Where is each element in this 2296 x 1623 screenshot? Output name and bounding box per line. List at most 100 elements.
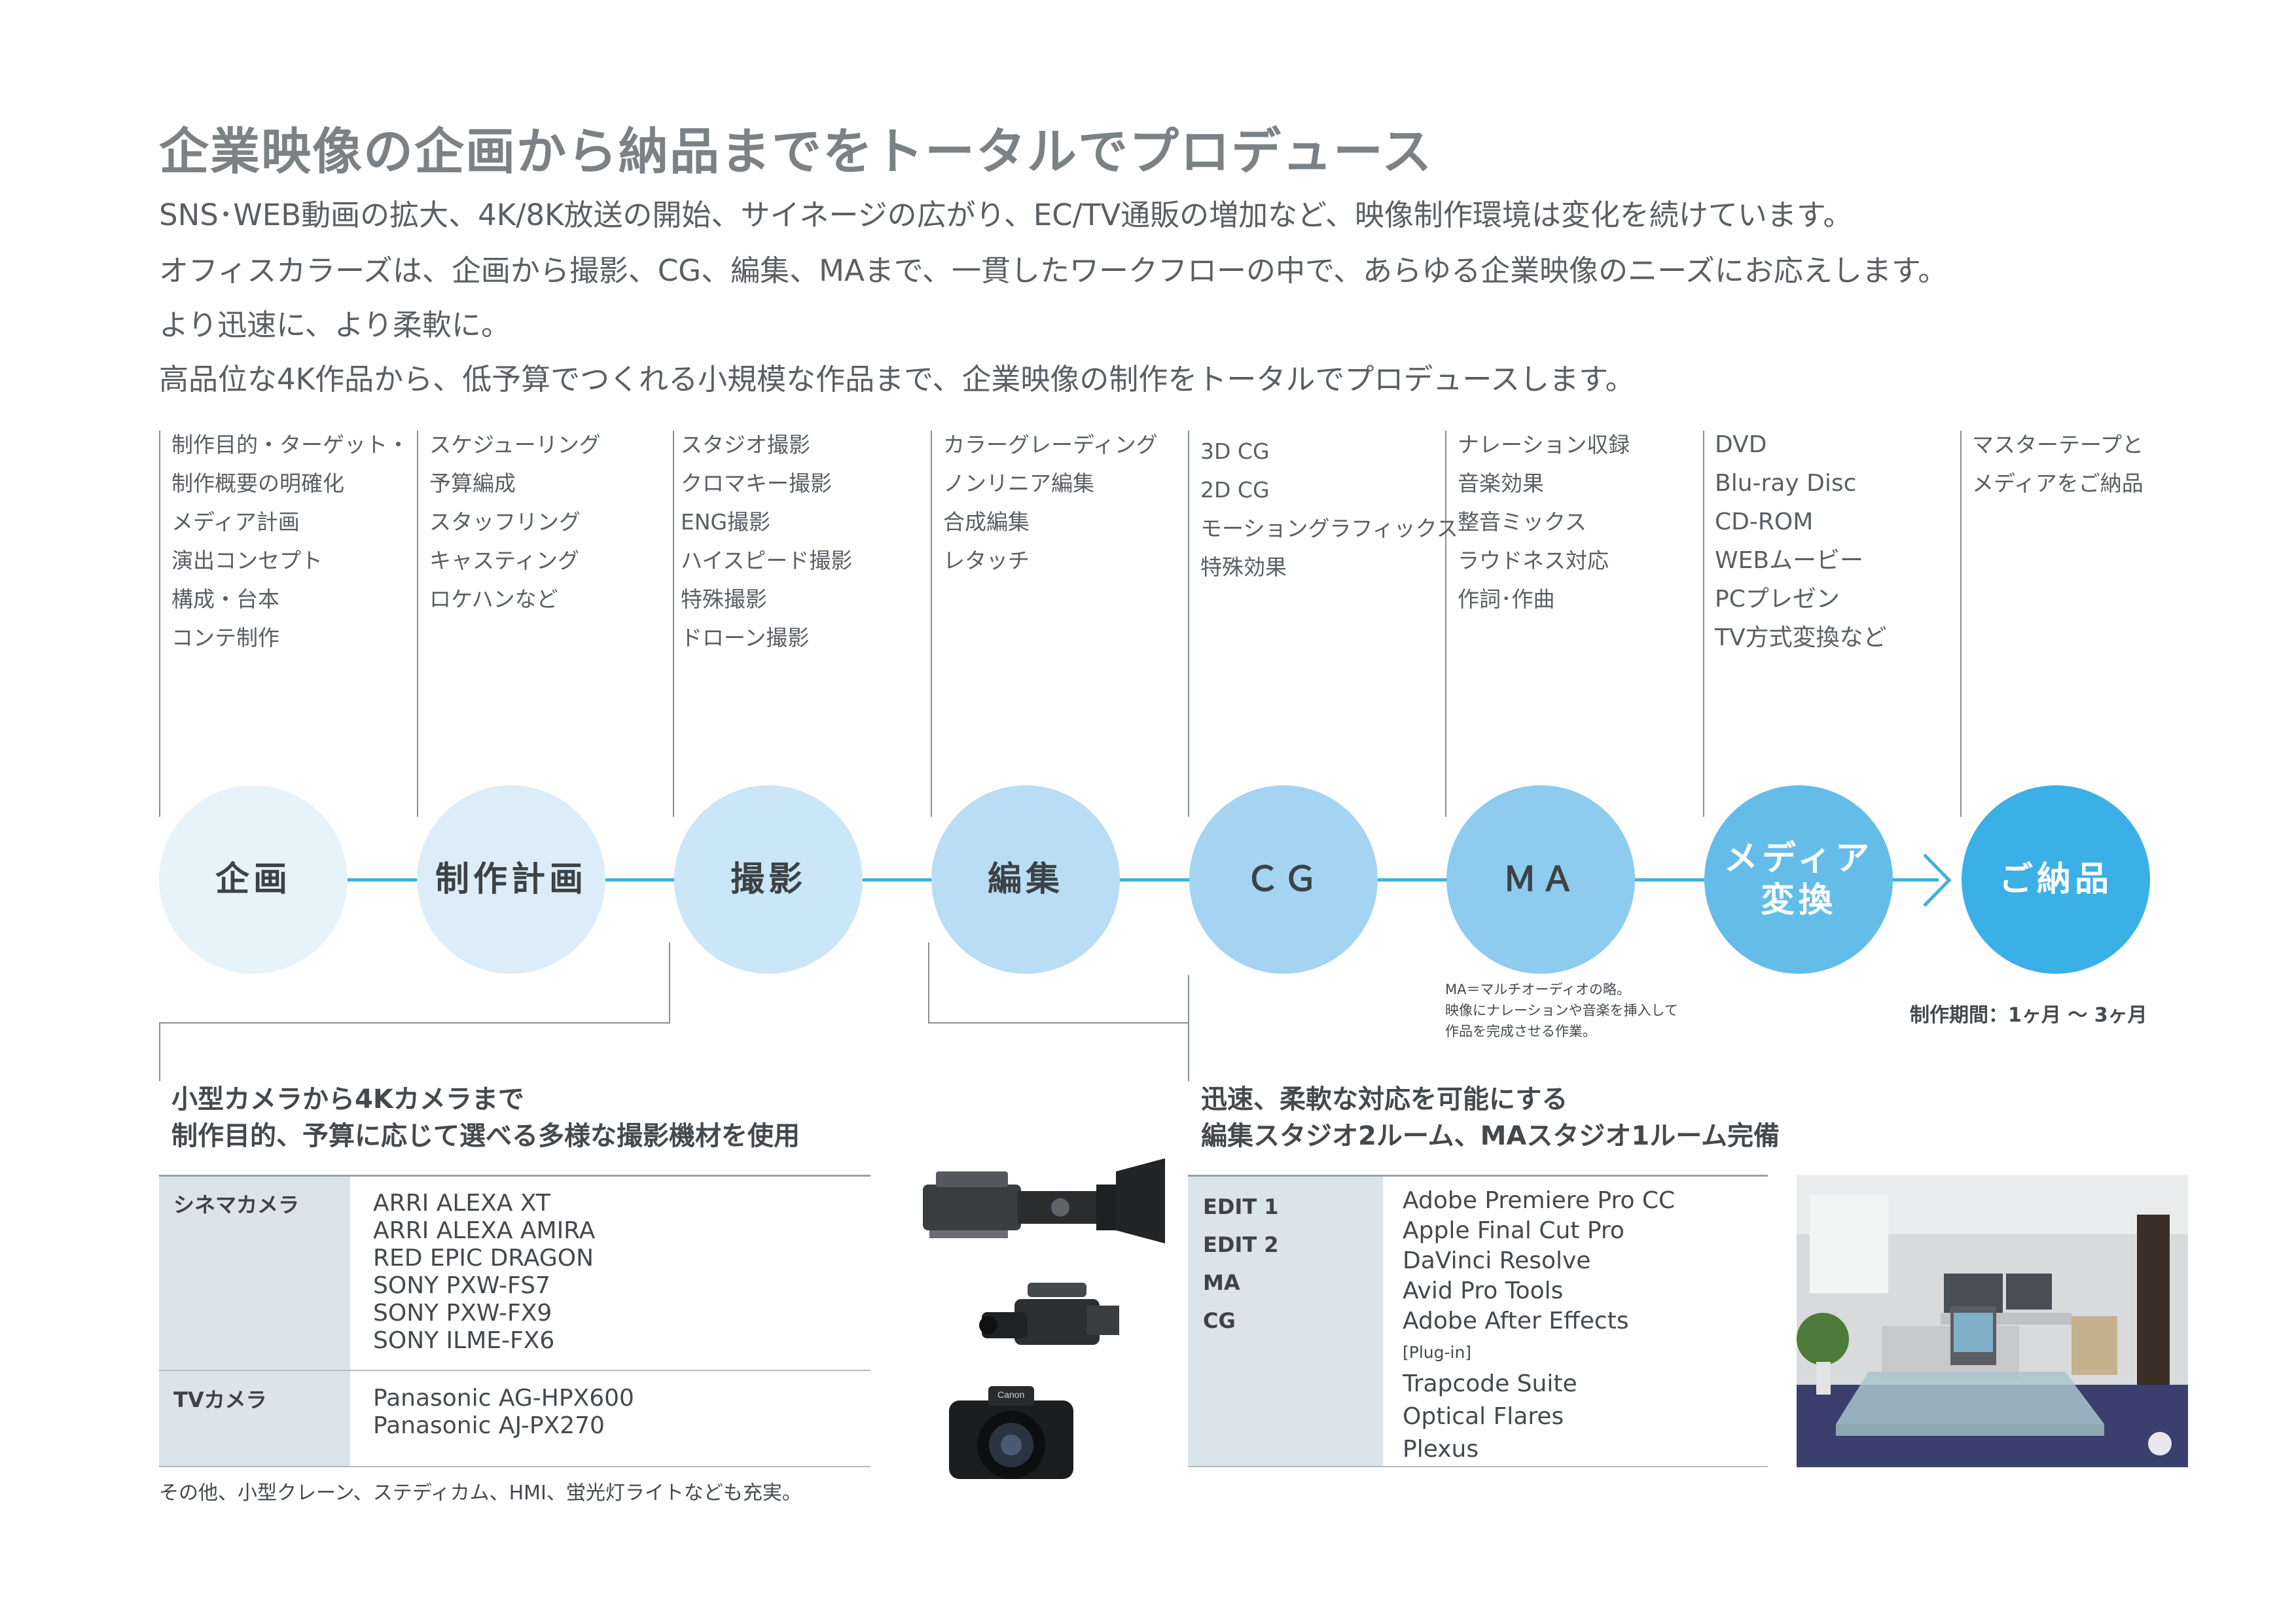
step-delivery: ご納品 — [1962, 785, 2150, 974]
list-item: TV方式変換など — [1715, 624, 1887, 651]
list-item: カラーグレーディング — [943, 432, 1158, 457]
list-item: 制作目的・ターゲット・ — [171, 432, 409, 457]
step-label: 企画 — [215, 860, 291, 899]
list-item: 2D CG — [1200, 477, 1270, 503]
column-divider — [673, 431, 674, 817]
table-rule — [1188, 1466, 1768, 1467]
list-item: Panasonic AG-HPX600 — [373, 1385, 634, 1412]
step-label: メディア 変換 — [1723, 839, 1874, 920]
software-list: Adobe Premiere Pro CC Apple Final Cut Pr… — [1403, 1186, 1675, 1336]
chevron-right-icon — [1923, 853, 1952, 907]
list-item: 構成・台本 — [171, 586, 279, 612]
ma-note: MA＝マルチオーディオの略。 映像にナレーションや音楽を挿入して 作品を完成させ… — [1445, 982, 1678, 1039]
column-divider — [1445, 431, 1446, 817]
list-item: CD-ROM — [1715, 508, 1814, 535]
list-item: DVD — [1715, 431, 1767, 458]
list-item: レタッチ — [943, 548, 1030, 573]
bracket-line — [159, 1022, 160, 1081]
list-item: SONY ILME-FX6 — [373, 1327, 555, 1354]
category-cell — [159, 1371, 350, 1466]
table-rule — [159, 1175, 870, 1177]
list-item: 演出コンセプト — [171, 548, 323, 573]
column-divider — [931, 431, 932, 817]
list-item: EDIT 2 — [1203, 1232, 1279, 1257]
list-item: Adobe Premiere Pro CC — [1403, 1187, 1676, 1214]
list-item: ナレーション収録 — [1458, 432, 1630, 457]
flow-connector — [1120, 878, 1192, 882]
list-item: ロケハンなど — [429, 586, 558, 612]
list-item: モーショングラフィックス — [1200, 516, 1458, 541]
step-editing: 編集 — [931, 785, 1120, 974]
list-item: SONY PXW-FX9 — [373, 1300, 552, 1327]
step-label: 撮影 — [730, 860, 806, 899]
list-item: 特殊効果 — [1200, 554, 1287, 580]
step-label: ＭＡ — [1502, 860, 1579, 899]
column-cg-items: 3D CG 2D CG モーショングラフィックス 特殊効果 — [1200, 432, 1458, 586]
list-item: 予算編成 — [429, 471, 516, 496]
intro-line: オフィスカラーズは、企画から撮影、CG、編集、MAまで、一貫したワークフローの中… — [159, 253, 1948, 288]
column-divider — [1703, 431, 1704, 817]
list-item: クロマキー撮影 — [681, 471, 832, 496]
column-ma-items: ナレーション収録 音楽効果 整音ミックス ラウドネス対応 作詞･作曲 — [1458, 425, 1630, 618]
plugin-list: Trapcode Suite Optical Flares Plexus — [1403, 1368, 1577, 1466]
cinema-camera-list: ARRI ALEXA XT ARRI ALEXA AMIRA RED EPIC … — [373, 1190, 595, 1355]
step-label: ご納品 — [1998, 860, 2113, 899]
flow-connector — [863, 878, 935, 882]
flow-connector — [1635, 878, 1707, 882]
list-item: MA — [1203, 1270, 1240, 1295]
list-item: Trapcode Suite — [1403, 1370, 1577, 1397]
equipment-footnote: その他、小型クレーン、ステディカム、HMI、蛍光灯ライトなども充実。 — [159, 1482, 802, 1505]
list-item: 整音ミックス — [1458, 509, 1587, 535]
intro-line: SNS･WEB動画の拡大、4K/8K放送の開始、サイネージの広がり、EC/TV通… — [159, 198, 1853, 232]
list-item: 作詞･作曲 — [1458, 586, 1555, 612]
column-divider — [417, 431, 418, 817]
flow-connector — [1893, 878, 1939, 882]
list-item: Panasonic AJ-PX270 — [373, 1412, 605, 1439]
column-delivery-items: マスターテープと メディアをご納品 — [1972, 425, 2144, 503]
category-cinema-camera: シネマカメラ — [173, 1192, 300, 1217]
column-media-items: DVD Blu-ray Disc CD-ROM WEBムービー PCプレゼン T… — [1715, 425, 1887, 657]
list-item: 制作概要の明確化 — [171, 471, 344, 496]
intro-line: 高品位な4K作品から、低予算でつくれる小規模な作品まで、企業映像の制作をトータル… — [159, 362, 1635, 397]
camcorder-image — [979, 1283, 1119, 1345]
bracket-line — [669, 942, 670, 1024]
step-media-conversion: メディア 変換 — [1704, 785, 1893, 974]
tv-camera-list: Panasonic AG-HPX600 Panasonic AJ-PX270 — [373, 1385, 634, 1440]
list-item: コンテ制作 — [171, 625, 279, 651]
list-item: PCプレゼン — [1715, 586, 1840, 613]
studio-photo — [1797, 1175, 2188, 1467]
studio-room-list: EDIT 1 EDIT 2 MA CG — [1203, 1188, 1279, 1340]
studio-heading: 迅速、柔軟な対応を可能にする 編集スタジオ2ルーム、MAスタジオ1ルーム完備 — [1201, 1084, 1780, 1151]
flow-connector — [347, 878, 419, 882]
list-item: ハイスピード撮影 — [681, 548, 853, 573]
column-production-plan-items: スケジューリング 予算編成 スタッフリング キャスティング ロケハンなど — [429, 425, 601, 618]
list-item: ドローン撮影 — [681, 625, 810, 651]
list-item: 合成編集 — [943, 509, 1030, 535]
plugin-label: [Plug-in] — [1403, 1343, 1472, 1362]
list-item: Apple Final Cut Pro — [1403, 1217, 1624, 1244]
list-item: DaVinci Resolve — [1403, 1247, 1591, 1274]
list-item: 3D CG — [1200, 438, 1270, 464]
bracket-line — [159, 1022, 670, 1024]
camera-heading: 小型カメラから4Kカメラまで 制作目的、予算に応じて選べる多様な撮影機材を使用 — [171, 1084, 800, 1151]
page-title: 企業映像の企画から納品までをトータルでプロデュース — [159, 122, 1433, 181]
step-shooting: 撮影 — [674, 785, 863, 974]
list-item: スタジオ撮影 — [681, 432, 810, 457]
bracket-line — [928, 942, 929, 1024]
list-item: RED EPIC DRAGON — [373, 1245, 594, 1272]
column-planning-items: 制作目的・ターゲット・ 制作概要の明確化 メディア計画 演出コンセプト 構成・台… — [171, 425, 409, 657]
step-planning: 企画 — [159, 785, 348, 974]
column-divider — [1188, 431, 1189, 817]
list-item: Avid Pro Tools — [1403, 1277, 1564, 1304]
step-ma: ＭＡ — [1446, 785, 1635, 974]
list-item: SONY PXW-FS7 — [373, 1272, 550, 1299]
list-item: Blu-ray Disc — [1715, 470, 1857, 497]
dslr-camera-image: Canon — [949, 1386, 1073, 1479]
list-item: メディア計画 — [171, 509, 300, 535]
table-rule — [159, 1370, 870, 1371]
column-divider — [1960, 431, 1962, 817]
list-item: ARRI ALEXA XT — [373, 1190, 550, 1217]
table-rule — [1188, 1175, 1768, 1177]
bracket-line — [928, 1022, 1189, 1024]
table-rule — [159, 1466, 870, 1467]
